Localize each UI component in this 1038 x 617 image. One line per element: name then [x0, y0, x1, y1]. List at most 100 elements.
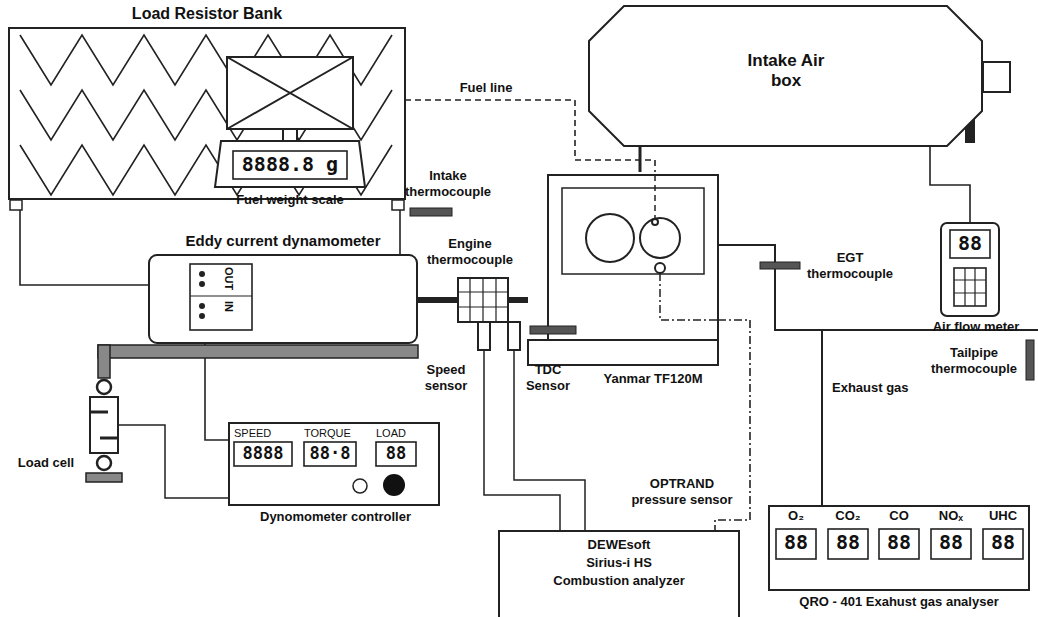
display [304, 442, 356, 466]
part-label: Load cell [10, 455, 82, 471]
display-caption: TORQUE [304, 427, 366, 440]
engine-valve [640, 218, 680, 258]
load-cell-foot [86, 473, 122, 482]
device-label: Yanmar TF120M [588, 372, 718, 387]
gas-display [879, 529, 919, 559]
scale-pan [227, 57, 353, 129]
device-label: QRO - 401 Exahust gas analyser [768, 595, 1030, 610]
pressure-port [655, 263, 665, 273]
air-box-outlet [983, 62, 1010, 92]
load-cell-hook [97, 456, 111, 470]
gas-name: CO [874, 509, 924, 524]
load-cell-hook [97, 380, 111, 394]
injector [652, 219, 658, 225]
device-label: DEWEsoft [498, 538, 740, 553]
load-cell-slots [90, 412, 118, 438]
display-digits: 8888 [234, 444, 292, 464]
sensor-label: TDC Sensor [522, 362, 574, 393]
display-digits: 88 [931, 531, 971, 554]
connector-line [930, 147, 970, 222]
load-cell-wire [118, 425, 228, 498]
tdc-sensor [508, 322, 520, 350]
device-housing [148, 254, 418, 344]
coupling-plates [458, 278, 508, 322]
control-knob [353, 479, 367, 493]
gas-name: CO₂ [823, 509, 873, 524]
speed-sensor [478, 322, 490, 350]
device-label: Dynomometer controller [228, 510, 443, 525]
exhaust-gas-analyser: O₂CO₂CONOₓUHC8888888888QRO - 401 Exahust… [768, 505, 1033, 615]
engine-head [562, 188, 704, 274]
display-digits: 88 [376, 444, 416, 464]
base-plate [98, 345, 418, 358]
sensor-label: OPTRAND pressure sensor [626, 476, 738, 507]
load-cell-body [90, 397, 118, 453]
resistor-foot [392, 200, 404, 210]
terminal-label: OUT [223, 267, 234, 290]
connector-line [718, 245, 822, 505]
sensor-label: EGT thermocouple [804, 250, 896, 281]
engine-illustration [528, 175, 718, 365]
engine-thermocouple-rod [530, 326, 576, 334]
device-label: Fuel weight scale [215, 193, 365, 208]
tdc-sensor-wire [514, 350, 585, 530]
tailpipe-thermocouple-rod [1026, 340, 1034, 380]
sensor-wires [118, 350, 585, 530]
sensor-label: Tailpipe thermocouple [926, 345, 1022, 376]
thermocouples [410, 208, 1034, 380]
pressure-signal-line [660, 273, 718, 320]
fuel-injector-line [654, 175, 656, 218]
load-knob [383, 474, 405, 496]
shaft-coupling [458, 278, 520, 350]
display [376, 442, 416, 466]
device-label: Air flow meter [922, 320, 1030, 335]
display-caption: SPEED [234, 427, 296, 440]
gas-display [776, 529, 816, 559]
gas-display [983, 529, 1023, 559]
display-digits: 88 [983, 531, 1023, 554]
connector-line [20, 200, 148, 285]
engine-valve [586, 214, 634, 262]
air-flow-meter: 88Air flow meter [922, 222, 1030, 338]
terminal-divider [190, 295, 252, 296]
gas-name: UHC [978, 509, 1028, 524]
keypad-grid [954, 268, 986, 306]
connector-label: Fuel line [450, 80, 522, 96]
load-arm [98, 345, 110, 378]
scale-neck [283, 129, 297, 141]
device-label: Eddy current dynamometer [148, 232, 418, 249]
display-digits: 88 [828, 531, 868, 554]
dynamometer-controller: SPEED TORQUE LOAD 8888 88·8 88Dynomometer con… [228, 422, 443, 528]
display-caption: LOAD [376, 427, 426, 440]
fuel-scale-drawing [215, 55, 365, 215]
display-digits: 88·8 [304, 444, 356, 464]
coupling [458, 278, 508, 322]
air-box-outline [589, 6, 982, 146]
terminal-panel [190, 264, 252, 330]
meter-display [950, 230, 990, 258]
gas-display [828, 529, 868, 559]
sensor-label: Intake thermocouple [400, 168, 496, 199]
device-label: Sirius-i HS [498, 556, 740, 571]
gas-name: NOₓ [926, 509, 976, 524]
engine: Yanmar TF120M [528, 172, 718, 394]
device-label: Combustion analyzer [498, 574, 740, 589]
meter-keypad [954, 268, 986, 306]
scale-pan-cross [227, 57, 353, 129]
display-digits: 8888.8 g [233, 153, 347, 176]
display-digits: 88 [879, 531, 919, 554]
terminals [199, 271, 205, 319]
combustion-analyzer: DEWEsoftSirius-i HS Combustion analyzer [498, 530, 740, 617]
scale-body [215, 141, 365, 187]
scale-display [233, 151, 347, 179]
flow-label: Exhaust gas [832, 380, 922, 396]
terminal-label: IN [223, 301, 234, 312]
display [234, 442, 292, 466]
gas-display [931, 529, 971, 559]
eddy-current-dynamometer: Eddy current dynamometerOUT IN [140, 230, 425, 350]
device-label: Load Resistor Bank [8, 5, 406, 23]
egt-thermocouple-rod [760, 262, 800, 269]
device-label: Intake Air box [746, 51, 826, 90]
fuel-scale: 8888.8 g Fuel weight scale [215, 55, 365, 215]
connector-line [639, 147, 642, 172]
